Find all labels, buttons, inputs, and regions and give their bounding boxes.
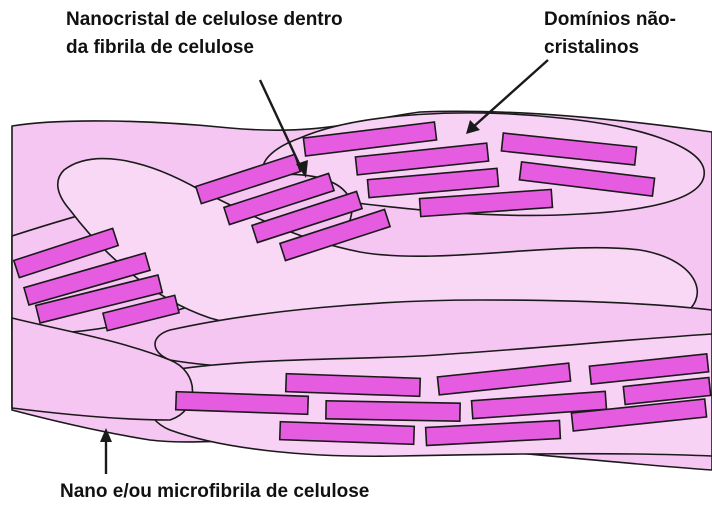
label-fibril: Nano e/ou microfibrila de celulose [60, 478, 369, 506]
label-non-crystalline-line-1: Domínios não- [544, 6, 676, 34]
label-non-crystalline-domains: Domínios não- cristalinos [544, 6, 676, 62]
label-nanocrystal: Nanocristal de celulose dentro da fibril… [66, 6, 343, 62]
nanocrystal [326, 401, 460, 421]
nanocrystal [280, 422, 415, 445]
label-nanocrystal-line-2: da fibrila de celulose [66, 34, 343, 62]
nanocrystal [176, 392, 309, 415]
nanocrystal [286, 374, 421, 397]
label-non-crystalline-line-2: cristalinos [544, 34, 676, 62]
label-nanocrystal-line-1: Nanocristal de celulose dentro [66, 6, 343, 34]
